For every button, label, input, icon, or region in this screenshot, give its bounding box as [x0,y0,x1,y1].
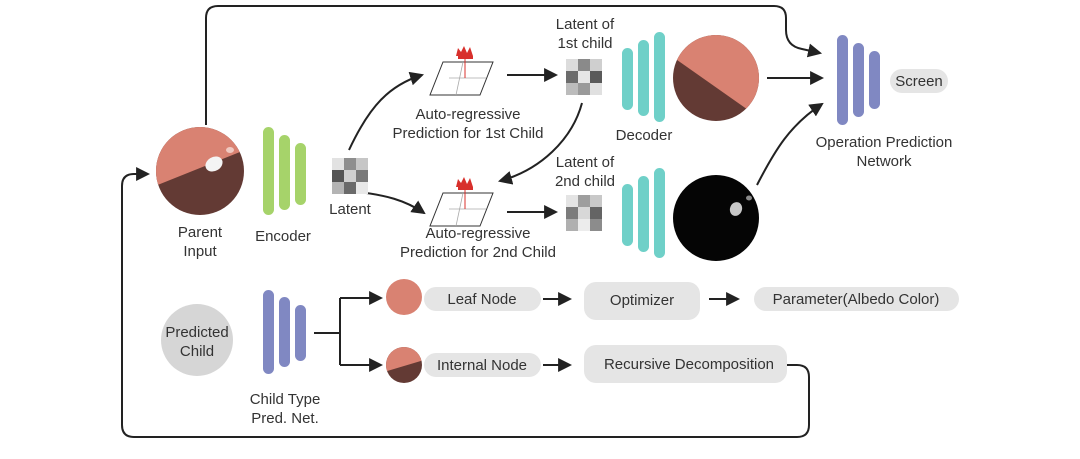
latent-first-grid [566,59,602,95]
latent-second-grid [566,195,602,231]
decoder-second-network [622,168,665,258]
latent-second-label-2: 2nd child [555,173,615,190]
internal-node-pill: Internal Node [424,353,541,377]
parent-to-opnet-connector [205,5,823,125]
first-latent-to-ar-second-arrow [497,102,583,185]
latent-first-label-2: 1st child [557,35,612,52]
child-first-sphere [673,35,759,121]
optimizer-box: Optimizer [584,282,700,320]
ar-first-label-1: Auto-regressive [415,106,520,123]
ar-second-icon [429,177,494,227]
branch-trunk [314,298,341,365]
screen-label: Screen [895,73,943,90]
internal-node-label: Internal Node [437,357,527,374]
child2-to-opnet-arrow [756,102,824,186]
predicted-child-circle: Predicted Child [161,304,233,376]
decoder-label: Decoder [616,127,673,144]
optimizer-label: Optimizer [610,292,674,309]
predicted-child-label-1: Predicted [165,324,228,341]
latent-grid [332,158,368,194]
latent-second-label-1: Latent of [556,154,615,171]
parent-input-label-2: Input [183,243,217,260]
latent-to-ar-first-arrow [348,71,425,151]
predicted-child-label-2: Child [180,343,214,360]
leaf-node-sphere [386,279,422,315]
internal-node-sphere [386,347,422,383]
recursive-to-parent-connector [121,167,810,438]
decoder-first-network [622,32,665,122]
child-type-label-1: Child Type [250,391,321,408]
child-second-sphere [673,175,759,261]
encoder-network [263,127,306,215]
encoder-label: Encoder [255,228,311,245]
parameter-pill: Parameter(Albedo Color) [754,287,959,311]
leaf-node-pill: Leaf Node [424,287,541,311]
opnet-label-1: Operation Prediction [816,134,953,151]
screen-pill: Screen [890,69,948,93]
child-type-label-2: Pred. Net. [251,410,319,427]
ar-first-icon [429,46,494,96]
latent-label: Latent [329,201,372,218]
recursive-decomposition-box: Recursive Decomposition [584,345,787,383]
ar-first-label-2: Prediction for 1st Child [393,125,544,142]
child-type-prediction-network [263,290,306,374]
operation-prediction-network [837,35,880,125]
opnet-label-2: Network [856,153,912,170]
ar-second-label-2: Prediction for 2nd Child [400,244,556,261]
latent-first-label-1: Latent of [556,16,615,33]
ar-second-label-1: Auto-regressive [425,225,530,242]
parent-input-label-1: Parent [178,224,223,241]
recursive-label: Recursive Decomposition [604,356,774,373]
parent-input-sphere [156,127,244,215]
leaf-node-label: Leaf Node [447,291,516,308]
parameter-label: Parameter(Albedo Color) [773,291,940,308]
